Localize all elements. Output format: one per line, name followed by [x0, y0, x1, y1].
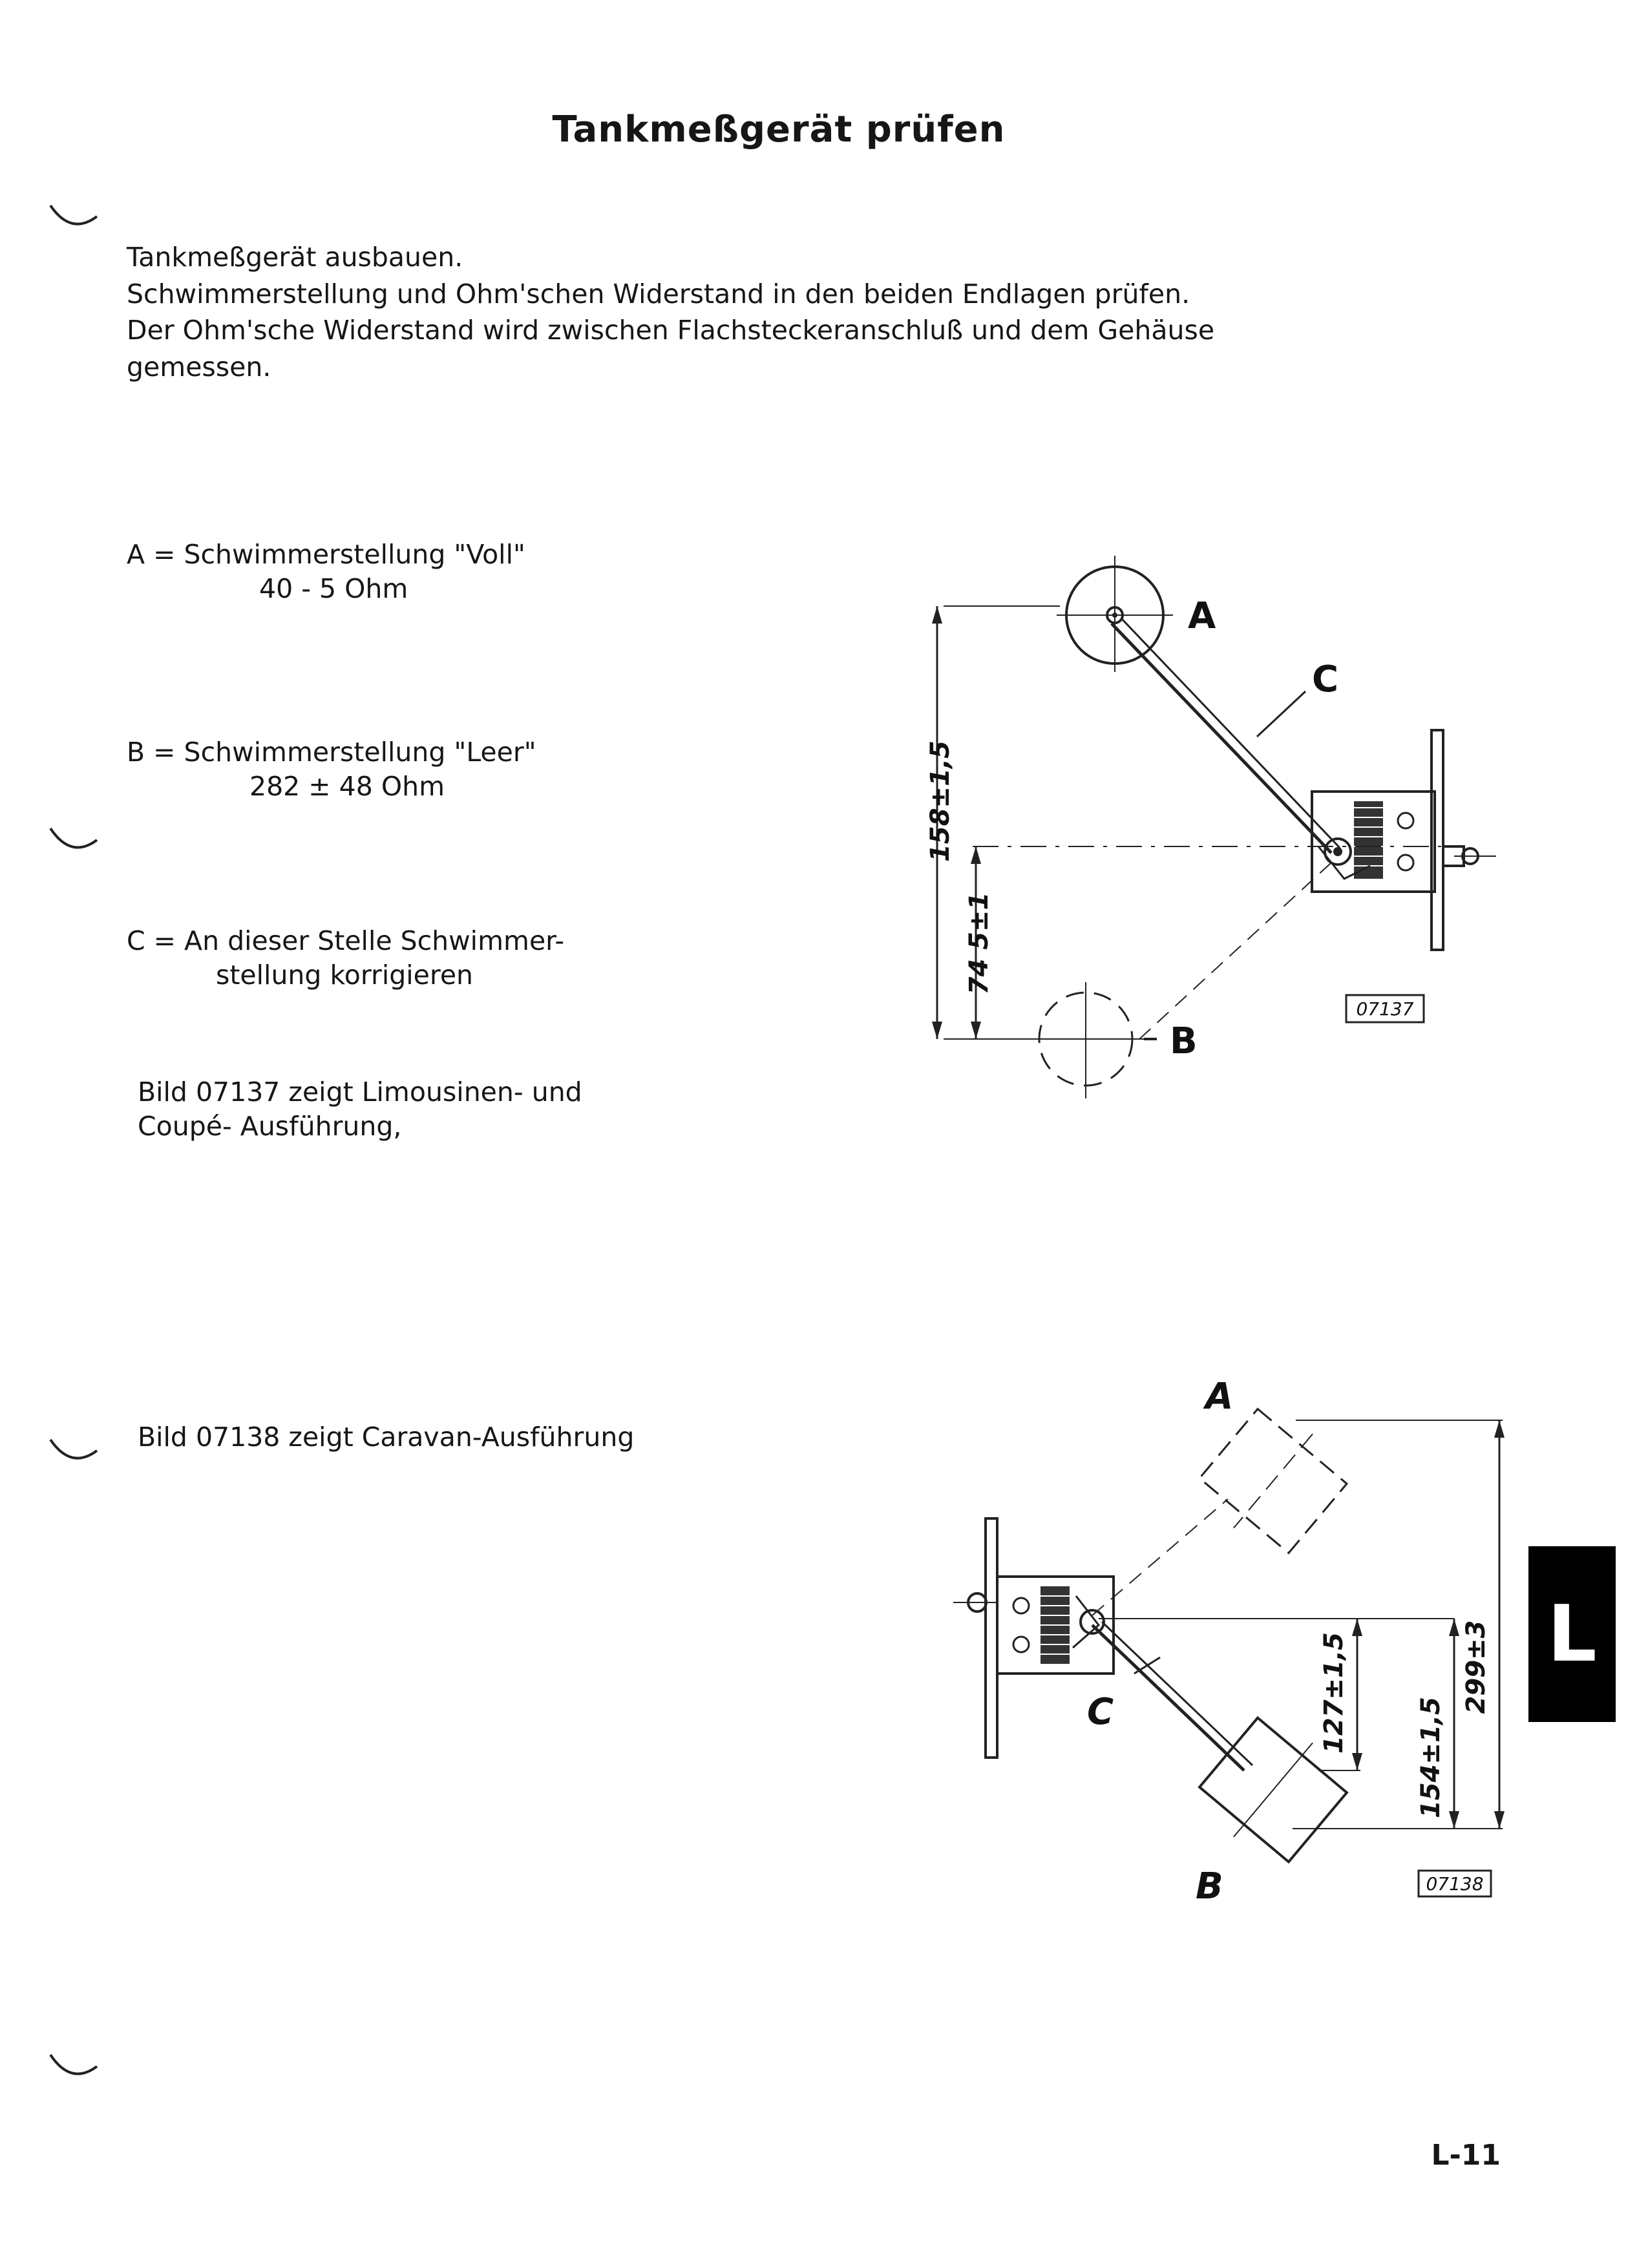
legend-a-label: A = Schwimmerstellung "Voll" — [127, 539, 525, 570]
caption-line: Coupé- Ausführung, — [138, 1111, 402, 1142]
legend-a: A = Schwimmerstellung "Voll" 40 - 5 Ohm — [127, 538, 525, 607]
page-title: Tankmeßgerät prüfen — [552, 109, 1006, 151]
binder-mark — [49, 827, 98, 849]
figure-07137-id: 07137 — [1356, 998, 1413, 1020]
caption-figure-07138: Bild 07138 zeigt Caravan-Ausführung — [138, 1422, 635, 1453]
figure-07138-dim-total: 299±3 — [1461, 1621, 1491, 1714]
caption-figure-07137: Bild 07137 zeigt Limousinen- und Coupé- … — [138, 1075, 582, 1144]
legend-b: B = Schwimmerstellung "Leer" 282 ± 48 Oh… — [127, 735, 536, 804]
figure-07138-label-c: C — [1087, 1691, 1114, 1733]
section-tab-letter: L — [1547, 1589, 1597, 1679]
binder-mark — [49, 1438, 98, 1460]
intro-line: Schwimmerstellung und Ohm'schen Widersta… — [127, 278, 1190, 310]
section-tab: L — [1528, 1546, 1616, 1722]
binder-marks — [49, 204, 98, 2075]
caption-line: Bild 07137 zeigt Limousinen- und — [138, 1076, 582, 1108]
figure-07137-diagram: A C B 158±1,5 74 5±1 07137 — [925, 556, 1496, 1098]
figure-07137-dim-total: 158±1,5 — [925, 740, 955, 862]
page-number: L-11 — [1431, 2139, 1501, 2172]
intro-line: Tankmeßgerät ausbauen. — [127, 242, 463, 273]
figure-07138-diagram: A C B 299±3 154±1,5 127±1,5 07138 — [953, 1376, 1505, 1907]
legend-b-value: 282 ± 48 Ohm — [249, 771, 445, 803]
legend-a-value: 40 - 5 Ohm — [259, 573, 408, 605]
binder-mark — [49, 2053, 98, 2075]
figure-07138-label-a: A — [1203, 1376, 1233, 1418]
figure-07137-label-a: A — [1188, 595, 1216, 637]
intro-line: gemessen. — [127, 351, 271, 383]
figure-07138-id: 07138 — [1426, 1873, 1483, 1895]
figure-07137-label-c: C — [1312, 658, 1338, 700]
legend-c: C = An dieser Stelle Schwimmer- stellung… — [127, 924, 564, 993]
intro-line: Der Ohm'sche Widerstand wird zwischen Fl… — [127, 315, 1215, 346]
figure-07137-dim-lower: 74 5±1 — [964, 892, 994, 995]
legend-c-value: stellung korrigieren — [216, 960, 474, 991]
figure-07138-dim-mid: 154±1,5 — [1416, 1697, 1446, 1818]
binder-mark — [49, 204, 98, 226]
figure-07138-dim-lower: 127±1,5 — [1319, 1632, 1349, 1754]
legend-b-label: B = Schwimmerstellung "Leer" — [127, 737, 536, 768]
figure-07138-label-b: B — [1196, 1865, 1223, 1907]
figure-07137-label-b: B — [1170, 1020, 1198, 1062]
legend-c-label: C = An dieser Stelle Schwimmer- — [127, 925, 565, 956]
intro-paragraph: Tankmeßgerät ausbauen. Schwimmerstellung… — [127, 239, 1214, 385]
